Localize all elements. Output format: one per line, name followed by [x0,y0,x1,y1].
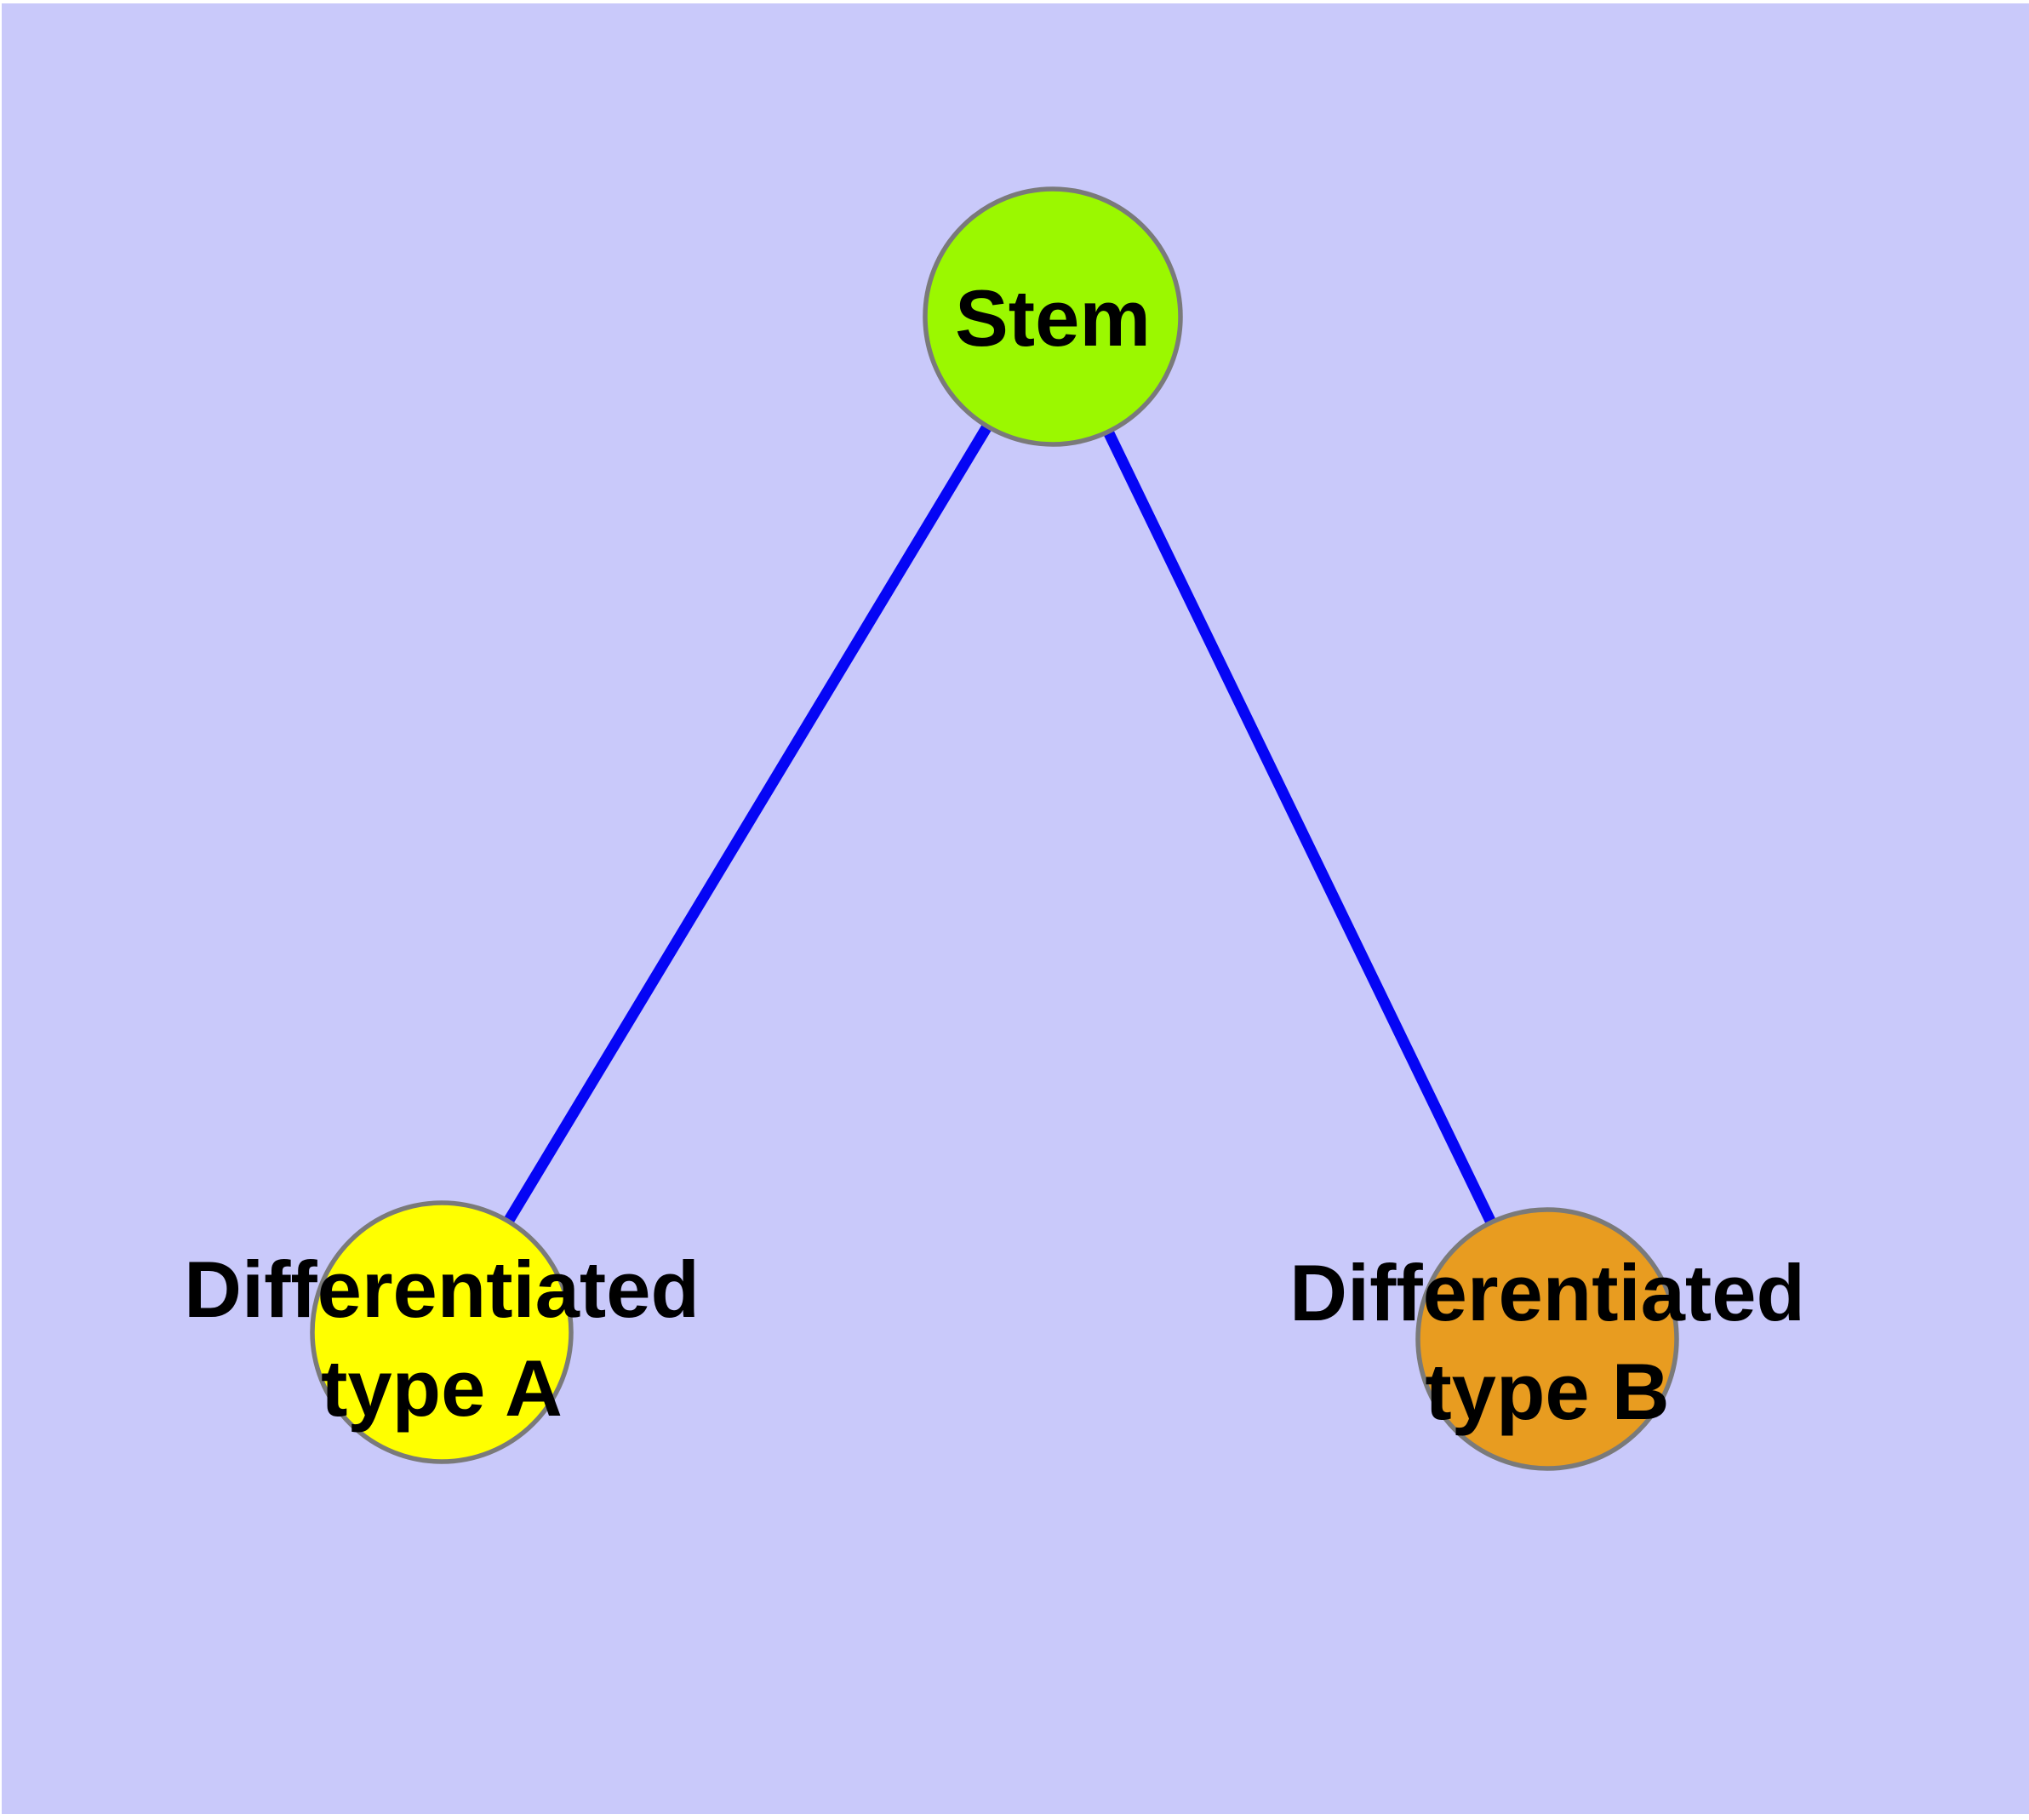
type-b-node-label-line1: Differentiated [1289,1248,1805,1337]
type-a-node-label-line2: type A [321,1343,563,1433]
edge-stem-to-type-b [1103,429,1496,1225]
stem-node-label: Stem [955,273,1151,363]
edge-stem-to-type-a [503,423,992,1225]
type-b-node [1415,1207,1679,1471]
type-b-node-label-line2: type B [1425,1347,1669,1436]
stem-node [923,186,1183,447]
type-a-node-label-line1: Differentiated [184,1245,700,1334]
type-a-node [310,1200,574,1464]
